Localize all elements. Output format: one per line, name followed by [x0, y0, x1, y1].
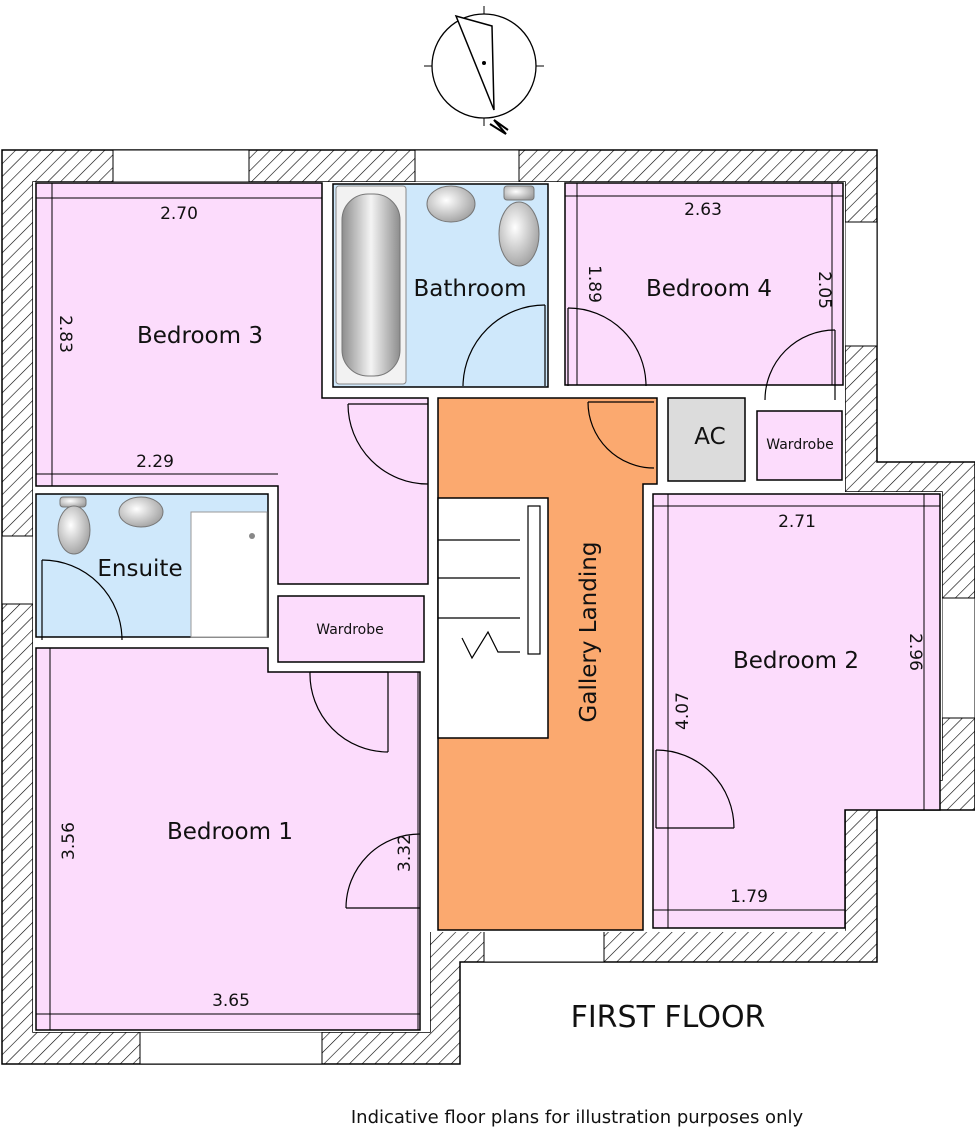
door-landing[interactable]	[587, 401, 655, 469]
label-gallery-landing: Gallery Landing	[576, 542, 602, 723]
window-right-bed2	[941, 597, 975, 719]
window-top-bed3	[112, 149, 250, 183]
window-top-bathroom	[414, 149, 520, 183]
door-ensuite[interactable]	[41, 559, 123, 641]
dim-bed2-height-left: 4.07	[673, 692, 693, 730]
window-left-ensuite	[1, 535, 34, 605]
bathtub	[335, 185, 407, 385]
door-bedroom-2[interactable]	[655, 749, 735, 829]
shower-tray	[190, 511, 268, 638]
label-ensuite: Ensuite	[97, 556, 182, 582]
door-bedroom-1[interactable]	[309, 671, 389, 753]
dim-bed1-height-right: 3.32	[395, 834, 415, 872]
dim-bed2-lower-width: 1.79	[730, 887, 768, 907]
dim-bed1-width: 3.65	[212, 991, 250, 1011]
room-wardrobe-left[interactable]	[277, 595, 425, 663]
dim-bed1-height-left: 3.56	[59, 822, 79, 860]
door-bedroom-1-wardrobe[interactable]	[345, 833, 421, 909]
door-bedroom-4[interactable]	[567, 307, 647, 387]
window-bottom-landing	[483, 929, 605, 963]
dim-bed4-width: 2.63	[684, 200, 722, 220]
dim-bed3-width: 2.70	[160, 204, 198, 224]
toilet-bathroom	[498, 185, 540, 267]
dim-bed2-height-right: 2.96	[905, 633, 925, 671]
disclaimer-text: Indicative floor plans for illustration …	[351, 1107, 804, 1127]
label-wardrobe-right: Wardrobe	[766, 437, 833, 453]
door-bathroom[interactable]	[462, 304, 546, 387]
label-bedroom-1: Bedroom 1	[167, 819, 293, 845]
basin-ensuite	[118, 496, 164, 528]
label-bedroom-3: Bedroom 3	[137, 323, 263, 349]
dim-bed4-height-right: 2.05	[814, 271, 834, 309]
label-ac: AC	[694, 424, 725, 450]
door-bedroom-4-wardrobe[interactable]	[764, 329, 836, 401]
floor-title: FIRST FLOOR	[571, 1000, 766, 1035]
room-bedroom-3[interactable]	[35, 182, 429, 585]
basin-bathroom	[426, 185, 476, 223]
label-bedroom-2: Bedroom 2	[733, 648, 859, 674]
window-bottom-bed1	[139, 1031, 323, 1065]
room-bedroom-1[interactable]	[35, 647, 421, 1031]
toilet-ensuite	[57, 496, 91, 555]
dim-bed3-lower-width: 2.29	[136, 452, 174, 472]
room-ac[interactable]	[667, 397, 746, 482]
label-bathroom: Bathroom	[414, 276, 527, 302]
dimension-lines	[36, 183, 940, 1030]
label-wardrobe-left: Wardrobe	[316, 622, 383, 638]
room-wardrobe-right[interactable]	[756, 410, 843, 481]
dim-bed4-height-left: 1.89	[584, 265, 604, 303]
window-right-bed4	[844, 221, 878, 347]
north-compass	[424, 6, 544, 135]
dim-bed3-height: 2.83	[55, 315, 75, 353]
label-bedroom-4: Bedroom 4	[646, 276, 772, 302]
door-bedroom-3[interactable]	[347, 403, 429, 485]
room-bedroom-2[interactable]	[652, 493, 941, 929]
dim-bed2-width: 2.71	[778, 512, 816, 532]
room-bedroom-4[interactable]	[564, 182, 844, 386]
